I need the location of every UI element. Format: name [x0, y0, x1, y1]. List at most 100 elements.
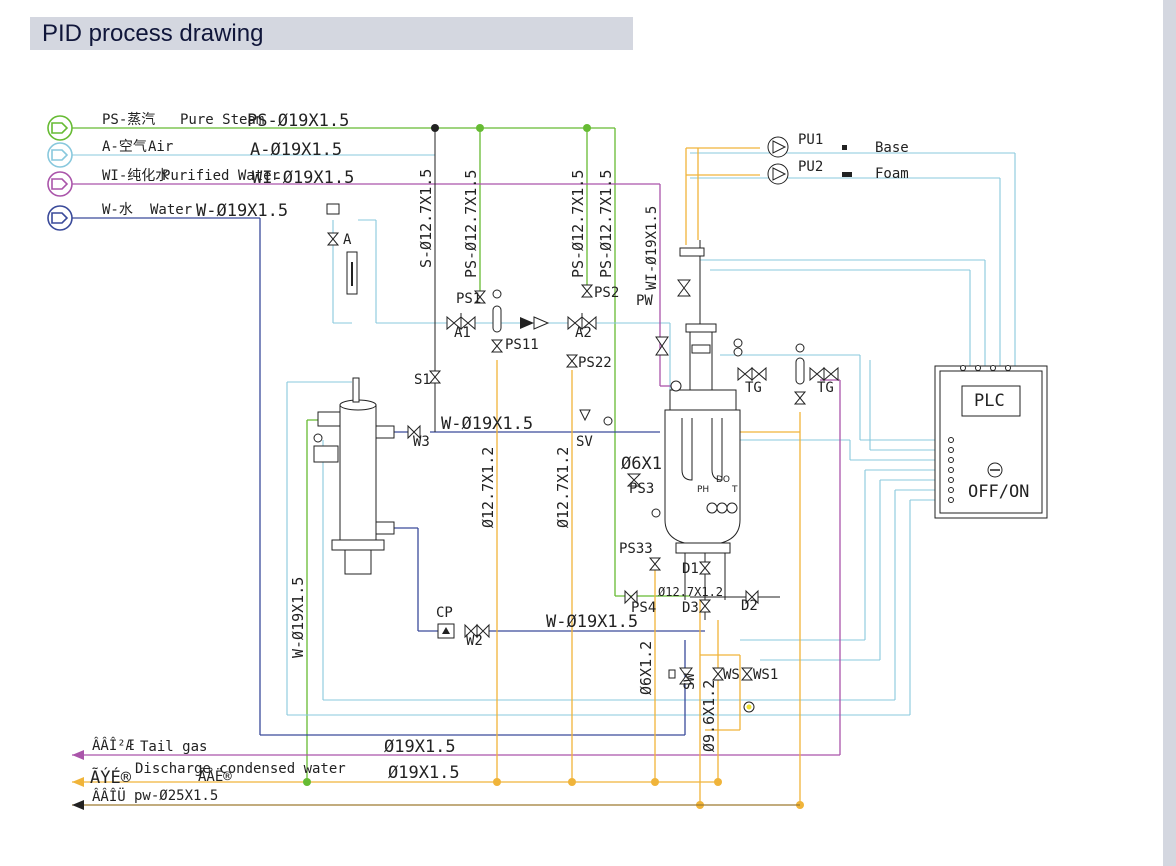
valve-a-label: A	[343, 232, 352, 248]
page-title: PID process drawing	[42, 20, 264, 47]
valve-ps11[interactable]	[490, 339, 504, 353]
plc-panel	[934, 365, 1048, 519]
heat-exchanger	[313, 377, 395, 575]
pump-pu2-name: Foam	[875, 166, 909, 182]
vlabel-t1: Ø12.7X1.2	[479, 447, 497, 528]
valve-ps4-label: PS4	[631, 600, 656, 616]
sensor-do: DO	[716, 475, 730, 485]
vlabel-ps1: PS-Ø12.7X1.5	[462, 170, 480, 278]
sensor-t: T	[731, 485, 738, 495]
vlabel-w-left: W-Ø19X1.5	[289, 577, 307, 658]
outlet-cond-name: Discharge condensed water	[135, 761, 346, 777]
valve-d2-label: D2	[741, 598, 758, 614]
inlet-steam-spec: PS-Ø19X1.5	[247, 111, 349, 131]
valve-ps22[interactable]	[565, 354, 579, 368]
valve-ps4[interactable]	[624, 589, 638, 605]
pump-cp-label: CP	[436, 605, 453, 621]
pipe-label-d127: Ø12.7X1.2	[658, 585, 723, 599]
valve-d3-label: D3	[682, 600, 699, 616]
outlet-arrows	[72, 750, 800, 810]
valve-ps1[interactable]	[473, 290, 487, 304]
outlet-tail-spec: Ø19X1.5	[384, 737, 456, 757]
bioreactor	[651, 323, 741, 554]
inlet-steam-code: PS-蒸汽	[102, 112, 155, 128]
valve-w3-label: W3	[413, 434, 430, 450]
pump-pu1-name: Base	[875, 140, 909, 156]
valve-ps11-label: PS11	[505, 337, 539, 353]
valve-ps3[interactable]	[626, 473, 642, 487]
valve-ws1[interactable]	[740, 667, 754, 681]
valve-tg1[interactable]	[737, 366, 767, 382]
vlabel-s96: Ø9.6X1.2	[700, 680, 718, 752]
valve-d3[interactable]	[698, 599, 712, 613]
valve-ps3-label: PS3	[629, 481, 654, 497]
pump-pu1[interactable]	[767, 136, 847, 158]
inlet-air-name: Air	[148, 139, 173, 155]
valve-w3[interactable]	[407, 424, 421, 440]
valve-d1[interactable]	[698, 561, 712, 575]
outlet-cond-extra: ÅÅË®	[198, 767, 232, 785]
exhaust-filter	[733, 338, 805, 385]
power-switch[interactable]	[987, 462, 1003, 478]
outlet-cond-spec: Ø19X1.5	[388, 763, 460, 783]
valve-ps2-label: PS2	[594, 285, 619, 301]
valve-ps2[interactable]	[580, 284, 594, 298]
flowmeter	[346, 251, 358, 295]
inlet-air-code: A-空气	[102, 139, 147, 155]
valve-tg2-label: TG	[817, 380, 834, 396]
valve-ps33-label: PS33	[619, 541, 653, 557]
junction-dots	[303, 124, 804, 809]
valve-ps22-label: PS22	[578, 355, 612, 371]
outlet-cond-mojibake: ÃÝÉ®	[90, 766, 132, 788]
switch-label: OFF/ON	[968, 482, 1029, 502]
valve-w2-label: W2	[466, 633, 483, 649]
valve-ws[interactable]	[711, 667, 725, 681]
valve-tg2[interactable]	[809, 366, 839, 382]
valve-d1-label: D1	[682, 561, 699, 577]
inlet-steam-name: Pure Steam	[180, 112, 264, 128]
pump-pu1-label: PU1	[798, 132, 823, 148]
valve-sw[interactable]	[668, 667, 693, 685]
vlabel-wi: WI-Ø19X1.5	[644, 206, 660, 290]
valve-w2[interactable]	[464, 623, 490, 639]
valve-a1[interactable]	[446, 313, 476, 331]
vlabel-s6: Ø6X1.2	[637, 641, 655, 695]
valve-sv[interactable]	[579, 409, 613, 426]
pump-pu2[interactable]	[767, 163, 852, 185]
pump-pu2-label: PU2	[798, 159, 823, 175]
inlet-water-code: W-水	[102, 202, 133, 218]
pump-cp[interactable]	[437, 623, 455, 639]
valve-pw-label: PW	[636, 293, 653, 309]
purified-water-lines	[72, 183, 841, 756]
valve-ps33[interactable]	[648, 557, 662, 571]
filter-ps	[492, 289, 502, 333]
vlabel-ps2: PS-Ø12.7X1.5	[569, 170, 587, 278]
check-valve[interactable]	[520, 316, 550, 330]
inlet-air-spec: A-Ø19X1.5	[250, 140, 342, 160]
valve-tg1-label: TG	[745, 380, 762, 396]
valve-ws1-label: WS1	[753, 667, 778, 683]
right-edge-strip	[1163, 0, 1176, 866]
vlabel-ps3: PS-Ø12.7X1.5	[597, 170, 615, 278]
inlet-water-spec: W-Ø19X1.5	[196, 201, 288, 221]
valve-a2[interactable]	[567, 313, 597, 331]
vlabel-t2: Ø12.7X1.2	[554, 447, 572, 528]
outlet-drain-spec: pw-Ø25X1.5	[134, 788, 218, 804]
valve-a2-label: A2	[575, 325, 592, 341]
valve-sw-label: SW	[682, 673, 698, 690]
valve-pw[interactable]	[655, 247, 705, 356]
water-lines	[72, 217, 705, 736]
valve-s1-label: S1	[414, 372, 431, 388]
inlet-wi-name: Purified Water	[162, 168, 280, 184]
outlet-tail-mojibake: ÂÂÎ²Æ	[92, 736, 135, 754]
vlabel-s: S-Ø12.7X1.5	[417, 169, 435, 268]
valve-a[interactable]	[326, 203, 340, 246]
valve-d2[interactable]	[745, 589, 759, 605]
plc-label: PLC	[974, 391, 1005, 411]
valve-tg-down[interactable]	[793, 391, 807, 405]
pipe-label-w-mid: W-Ø19X1.5	[441, 414, 533, 434]
inlet-water-name: Water	[150, 202, 192, 218]
valve-s1[interactable]	[428, 370, 442, 384]
valve-ws-label: WS	[723, 667, 740, 683]
